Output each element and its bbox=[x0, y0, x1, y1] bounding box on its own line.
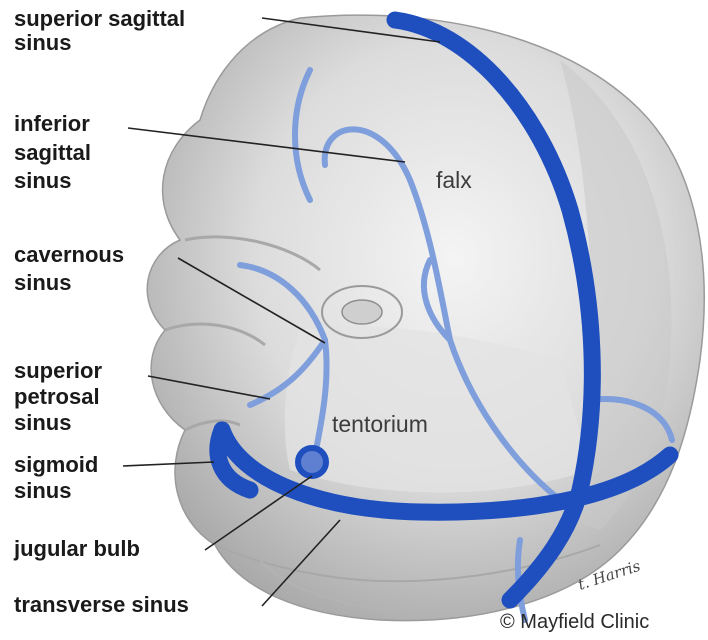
label-sigmoid-sinus: sigmoid sinus bbox=[14, 452, 104, 503]
label-cavernous-sinus-line1: cavernous bbox=[14, 242, 124, 267]
label-inferior-sagittal-sinus-line3: sinus bbox=[14, 168, 71, 193]
label-superior-sagittal-sinus: superior sagittal sinus bbox=[14, 6, 191, 55]
label-falx: falx bbox=[436, 167, 472, 193]
label-transverse-sinus: transverse sinus bbox=[14, 592, 189, 617]
label-superior-petrosal-sinus: superior petrosal sinus bbox=[14, 358, 108, 435]
label-inferior-sagittal-sinus-line1: inferior bbox=[14, 111, 90, 136]
label-superior-petrosal-sinus-line2: petrosal bbox=[14, 384, 100, 409]
label-superior-petrosal-sinus-line1: superior bbox=[14, 358, 102, 383]
label-superior-sagittal-sinus-line1: superior sagittal bbox=[14, 6, 185, 31]
label-sigmoid-sinus-line1: sigmoid bbox=[14, 452, 98, 477]
label-sigmoid-sinus-line2: sinus bbox=[14, 478, 71, 503]
copyright-credit: © Mayfield Clinic bbox=[500, 611, 649, 633]
label-inferior-sagittal-sinus-line2: sagittal bbox=[14, 140, 91, 165]
label-superior-petrosal-sinus-line3: sinus bbox=[14, 410, 71, 435]
label-cavernous-sinus-line2: sinus bbox=[14, 270, 71, 295]
label-cavernous-sinus: cavernous sinus bbox=[14, 242, 130, 295]
label-tentorium: tentorium bbox=[332, 411, 428, 437]
pituitary bbox=[342, 300, 382, 324]
label-inferior-sagittal-sinus: inferior sagittal sinus bbox=[14, 111, 97, 193]
jugular-bulb-vessel bbox=[298, 448, 326, 476]
label-jugular-bulb: jugular bulb bbox=[13, 536, 140, 561]
label-superior-sagittal-sinus-line2: sinus bbox=[14, 30, 71, 55]
